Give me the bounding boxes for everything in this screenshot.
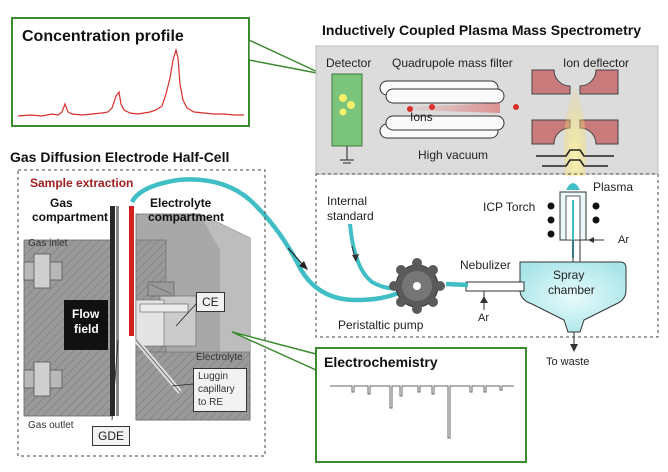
ar-torch-label: Ar bbox=[618, 234, 629, 246]
ce-label: CE bbox=[196, 292, 225, 312]
gas-compartment-label-1: Gas bbox=[50, 196, 73, 210]
flow-field-label-2: field bbox=[74, 322, 99, 336]
gas-compartment-label-2: compartment bbox=[32, 210, 109, 224]
internal-standard-label-1: Internal bbox=[327, 194, 368, 208]
peristaltic-pump bbox=[389, 258, 445, 314]
detector-body bbox=[331, 73, 363, 147]
icp-torch bbox=[559, 183, 602, 258]
ion-deflector bbox=[531, 69, 619, 145]
icp-frame bbox=[315, 173, 659, 338]
sample-extraction-label: Sample extraction bbox=[30, 176, 134, 190]
electrochemistry-panel bbox=[315, 347, 527, 463]
concentration-profile-title: Concentration profile bbox=[22, 28, 184, 45]
luggin-label-3: to RE bbox=[198, 397, 224, 408]
electrochemistry-title: Electrochemistry bbox=[324, 354, 438, 370]
ar-nebulizer-label: Ar bbox=[478, 312, 489, 324]
spray-chamber-label-2: chamber bbox=[548, 283, 595, 297]
to-waste-label: To waste bbox=[546, 356, 590, 368]
plasma-label: Plasma bbox=[593, 180, 634, 194]
spray-chamber bbox=[519, 261, 627, 333]
concentration-trace bbox=[17, 47, 244, 117]
quadrupole-rods bbox=[379, 80, 505, 139]
gde-label: GDE bbox=[92, 426, 131, 446]
ions-label: Ions bbox=[410, 110, 433, 124]
spray-chamber-label-1: Spray bbox=[553, 268, 585, 282]
luggin-label-1: Luggin bbox=[198, 371, 229, 382]
ion-deflector-label: Ion deflector bbox=[563, 56, 630, 70]
icp-torch-label: ICP Torch bbox=[483, 200, 536, 214]
quadrupole-label: Quadrupole mass filter bbox=[392, 56, 513, 70]
electrochemistry-trace bbox=[330, 385, 514, 439]
internal-standard-label-2: standard bbox=[327, 209, 374, 223]
luggin-box: Luggin capillary to RE bbox=[193, 368, 247, 412]
concentration-panel bbox=[11, 17, 250, 127]
electrolyte-compartment-label-2: compartment bbox=[148, 210, 225, 224]
peristaltic-pump-label: Peristaltic pump bbox=[338, 318, 424, 332]
luggin-label-2: capillary bbox=[198, 384, 235, 395]
electrolyte-compartment-label-1: Electrolyte bbox=[150, 196, 212, 210]
flow-field-label-1: Flow bbox=[72, 307, 100, 321]
torch-coil bbox=[547, 202, 600, 238]
gde-halfcell-title: Gas Diffusion Electrode Half-Cell bbox=[10, 149, 230, 165]
electrolyte-label: Electrolyte bbox=[196, 352, 243, 363]
detector-label: Detector bbox=[326, 56, 372, 70]
high-vacuum-label: High vacuum bbox=[418, 148, 489, 162]
icpms-title: Inductively Coupled Plasma Mass Spectrom… bbox=[322, 22, 641, 38]
concentration-callout bbox=[248, 38, 323, 75]
gas-outlet-label: Gas outlet bbox=[28, 420, 74, 431]
sample-tube bbox=[129, 177, 402, 303]
nebulizer-label: Nebulizer bbox=[460, 258, 511, 272]
gde-frame bbox=[17, 169, 266, 457]
nebulizer bbox=[465, 281, 525, 292]
gas-inlet-label: Gas inlet bbox=[28, 238, 68, 249]
